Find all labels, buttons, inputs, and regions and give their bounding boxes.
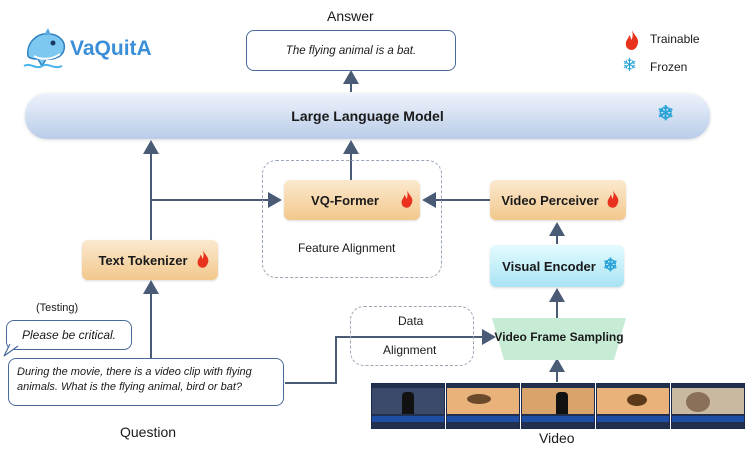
question-box: During the movie, there is a video clip … bbox=[8, 358, 284, 406]
data-alignment-line2: Alignment bbox=[383, 343, 437, 357]
frame-sampling-shape bbox=[492, 318, 626, 360]
legend: Trainable ❄ Frozen bbox=[620, 28, 730, 78]
frame-sampling-label: Video Frame Sampling bbox=[494, 330, 624, 344]
feature-alignment-label: Feature Alignment bbox=[298, 241, 396, 255]
video-perceiver-label: Video Perceiver bbox=[501, 192, 599, 208]
testing-tag: (Testing) bbox=[36, 302, 79, 314]
video-frame bbox=[671, 383, 745, 429]
data-alignment-line1: Data bbox=[398, 314, 424, 328]
legend-trainable: Trainable bbox=[650, 32, 700, 46]
video-perceiver-box: Video Perceiver bbox=[490, 180, 626, 220]
snowflake-icon: ❄ bbox=[622, 55, 638, 75]
testing-prompt-bubble: Please be critical. bbox=[6, 320, 132, 350]
video-frame bbox=[521, 383, 595, 429]
data-alignment-region bbox=[350, 306, 474, 366]
fire-icon bbox=[607, 190, 619, 208]
arrow-question-to-sampling bbox=[285, 329, 496, 384]
question-text: During the movie, there is a video clip … bbox=[17, 366, 252, 393]
video-title: Video bbox=[539, 430, 575, 446]
video-strip bbox=[371, 383, 745, 429]
logo: VaQuitA bbox=[22, 26, 172, 72]
question-title: Question bbox=[120, 424, 177, 440]
answer-title: Answer bbox=[327, 8, 374, 24]
dolphin-icon bbox=[23, 28, 66, 69]
fire-icon bbox=[401, 190, 413, 208]
llm-bar: Large Language Model ❄ bbox=[25, 93, 710, 139]
video-frame bbox=[371, 383, 445, 429]
bubble-tail bbox=[3, 344, 19, 357]
video-frame bbox=[446, 383, 520, 429]
testing-prompt-text: Please be critical. bbox=[21, 328, 117, 342]
text-tokenizer-label: Text Tokenizer bbox=[98, 252, 188, 268]
legend-frozen: Frozen bbox=[650, 60, 688, 74]
visual-encoder-box: Visual Encoder ❄ bbox=[490, 245, 624, 287]
fire-icon bbox=[197, 250, 209, 268]
text-tokenizer-box: Text Tokenizer bbox=[82, 240, 218, 280]
answer-box: The flying animal is a bat. bbox=[246, 30, 456, 71]
feature-alignment-region bbox=[262, 160, 442, 278]
vq-former-box: VQ-Former bbox=[284, 180, 420, 220]
llm-label: Large Language Model bbox=[291, 108, 444, 124]
visual-encoder-label: Visual Encoder bbox=[502, 258, 596, 274]
fire-icon bbox=[625, 30, 639, 50]
vq-former-label: VQ-Former bbox=[311, 192, 379, 208]
answer-text: The flying animal is a bat. bbox=[285, 44, 417, 57]
snowflake-icon: ❄ bbox=[602, 255, 618, 275]
snowflake-icon: ❄ bbox=[657, 103, 674, 125]
video-frame bbox=[596, 383, 670, 429]
logo-text: VaQuitA bbox=[70, 37, 152, 60]
